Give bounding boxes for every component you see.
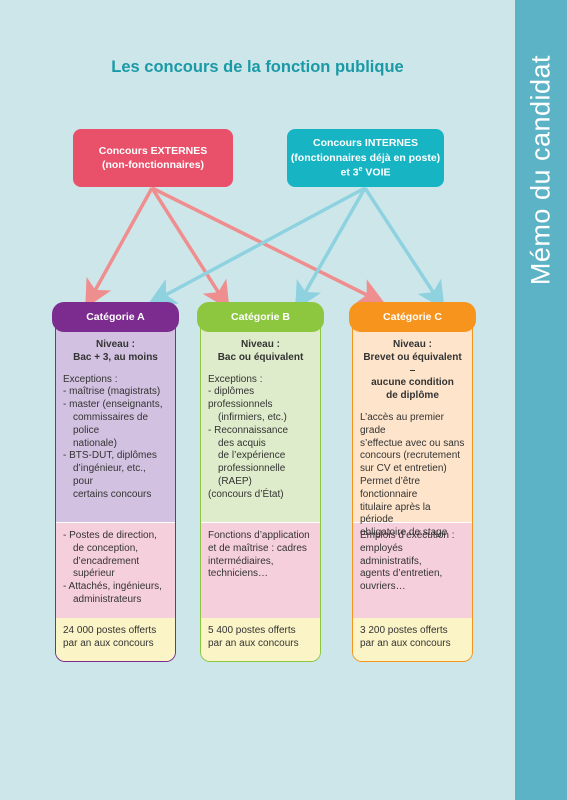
category-a-requirements: Niveau : Bac + 3, au moins Exceptions : … — [56, 326, 175, 522]
category-b-requirements: Niveau : Bac ou équivalent Exceptions : … — [201, 326, 320, 522]
category-c-jobs: Emplois d’exécution : employés administr… — [353, 522, 472, 618]
external-exams-subtitle: (non-fonctionnaires) — [101, 159, 205, 171]
category-b-body: Niveau : Bac ou équivalent Exceptions : … — [200, 326, 321, 662]
internal-exams-title: Concours INTERNES — [312, 137, 418, 150]
sidebar: Mémo du candidat — [515, 0, 567, 800]
category-c-level: Niveau : Brevet ou équivalent – aucune c… — [363, 339, 462, 402]
sidebar-title: Mémo du candidat — [525, 54, 556, 286]
internal-exams-subtitle: (fonctionnaires déjà en poste) — [290, 151, 441, 164]
arrow-external-to-a — [85, 187, 154, 309]
category-b-column: Catégorie B Niveau : Bac ou équivalent E… — [197, 302, 324, 662]
arrow-internal-to-c — [363, 187, 445, 310]
internal-exams-box: Concours INTERNES (fonctionnaires déjà e… — [287, 129, 444, 187]
external-exams-title: Concours EXTERNES — [98, 144, 208, 157]
category-b-header: Catégorie B — [197, 302, 324, 332]
category-a-jobs: - Postes de direction, de conception, d’… — [56, 522, 175, 618]
category-a-header: Catégorie A — [52, 302, 179, 332]
category-a-body: Niveau : Bac + 3, au moins Exceptions : … — [55, 326, 176, 662]
category-c-requirements: Niveau : Brevet ou équivalent – aucune c… — [353, 326, 472, 538]
page-title: Les concours de la fonction publique — [111, 58, 404, 76]
category-c-header: Catégorie C — [349, 302, 476, 332]
category-b-posts: 5 400 postes offerts par an aux concours — [201, 618, 320, 661]
category-a-level: Niveau : Bac + 3, au moins — [73, 339, 158, 363]
external-exams-box: Concours EXTERNES (non-fonctionnaires) — [73, 129, 233, 187]
category-c-body: Niveau : Brevet ou équivalent – aucune c… — [352, 326, 473, 662]
category-a-column: Catégorie A Niveau : Bac + 3, au moins E… — [52, 302, 179, 662]
arrow-external-to-b — [150, 187, 230, 310]
category-c-posts: 3 200 postes offerts par an aux concours — [353, 618, 472, 661]
arrow-internal-to-b — [295, 187, 367, 310]
category-c-column: Catégorie C Niveau : Brevet ou équivalen… — [349, 302, 476, 662]
category-b-level: Niveau : Bac ou équivalent — [217, 339, 304, 363]
arrow-internal-to-a — [147, 186, 366, 305]
category-b-jobs: Fonctions d’application et de maîtrise :… — [201, 522, 320, 618]
arrows — [85, 186, 445, 310]
category-a-posts: 24 000 postes offerts par an aux concour… — [56, 618, 175, 661]
internal-exams-third-way: et 3e VOIE — [340, 165, 391, 179]
